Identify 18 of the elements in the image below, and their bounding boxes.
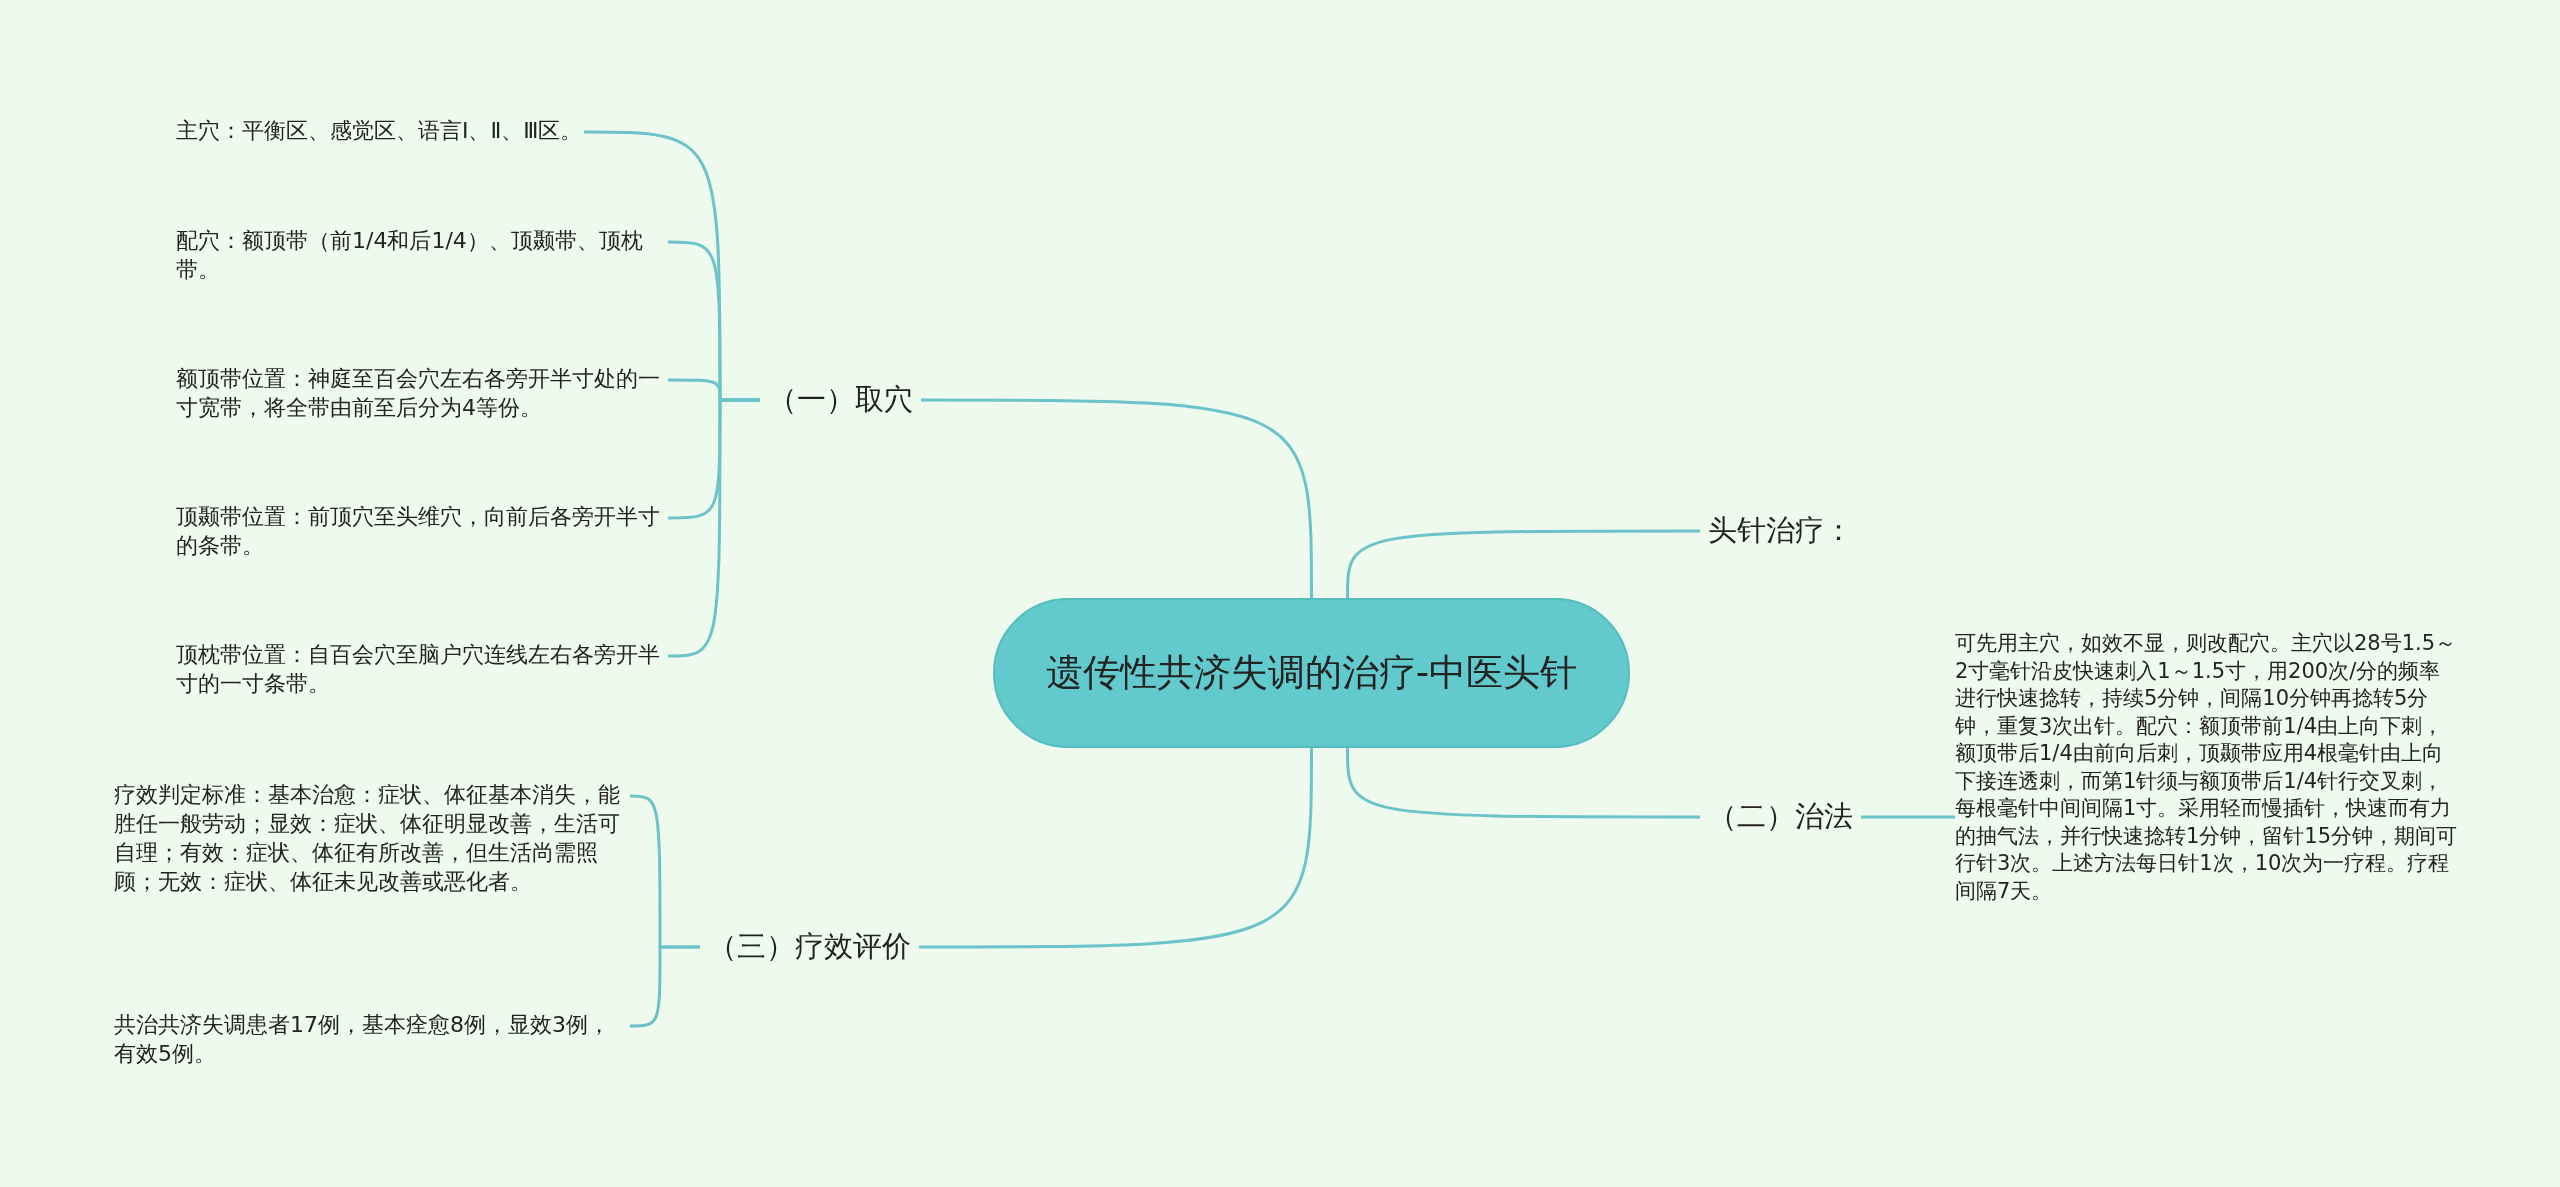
connector-line — [1346, 529, 1700, 598]
topic-text: 顶枕带位置：自百会穴至脑户穴连线左右各旁开半寸的一寸条带。 — [176, 642, 660, 696]
topic-text: 可先用主穴，如效不显，则改配穴。主穴以28号1.5～2寸毫针沿皮快速刺入1～1.5寸，用200次/分的频率进行快速捻转，持续5分钟，间隔10分钟再捻转5分钟，重复3次出针。配穴：额顶带前1/4由上向下刺，额顶带后1/4由前向后刺，顶颞带应用4根毫针由上向下接连透刺，而第1针须与额顶带后1/4针行交叉刺，每根毫针中间间隔1寸。采用轻而慢插针，快速而有力的抽气法，并行快速捻转1分钟，留针15分钟，期间可行针3次。上述方法每日针1次，10次为一疗程。疗程间隔7天。 — [1955, 631, 2458, 903]
connector-line — [919, 748, 1313, 949]
topic-text: 额顶带位置：神庭至百会穴左右各旁开半寸处的一寸宽带，将全带由前至后分为4等份。 — [176, 366, 660, 420]
topic-text: 头针治疗： — [1708, 512, 1853, 550]
topic-text: 主穴：平衡区、感觉区、语言Ⅰ、Ⅱ、Ⅲ区。 — [176, 118, 583, 143]
connector-line — [921, 398, 1313, 598]
topic-text: 疗效判定标准：基本治愈：症状、体征基本消失，能胜任一般劳动；显效：症状、体征明显改善，生活可自理；有效：症状、体征有所改善，但生活尚需照顾；无效：症状、体征未见改善或恶化者。 — [114, 782, 620, 894]
topic-text: （一）取穴 — [768, 381, 913, 419]
connector-line — [1861, 815, 1955, 819]
topic-text: 共治共济失调患者17例，基本痊愈8例，显效3例，有效5例。 — [114, 1012, 610, 1066]
topic-text: 配穴：额顶带（前1/4和后1/4）、顶颞带、顶枕带。 — [176, 228, 643, 282]
connector-line — [1346, 748, 1700, 819]
topic-text: （三）疗效评价 — [708, 928, 911, 966]
topic-text: 顶颞带位置：前顶穴至头维穴，向前后各旁开半寸的条带。 — [176, 504, 660, 558]
topic-text: 遗传性共济失调的治疗-中医头针 — [1045, 650, 1578, 697]
topic-text: （二）治法 — [1708, 798, 1853, 836]
